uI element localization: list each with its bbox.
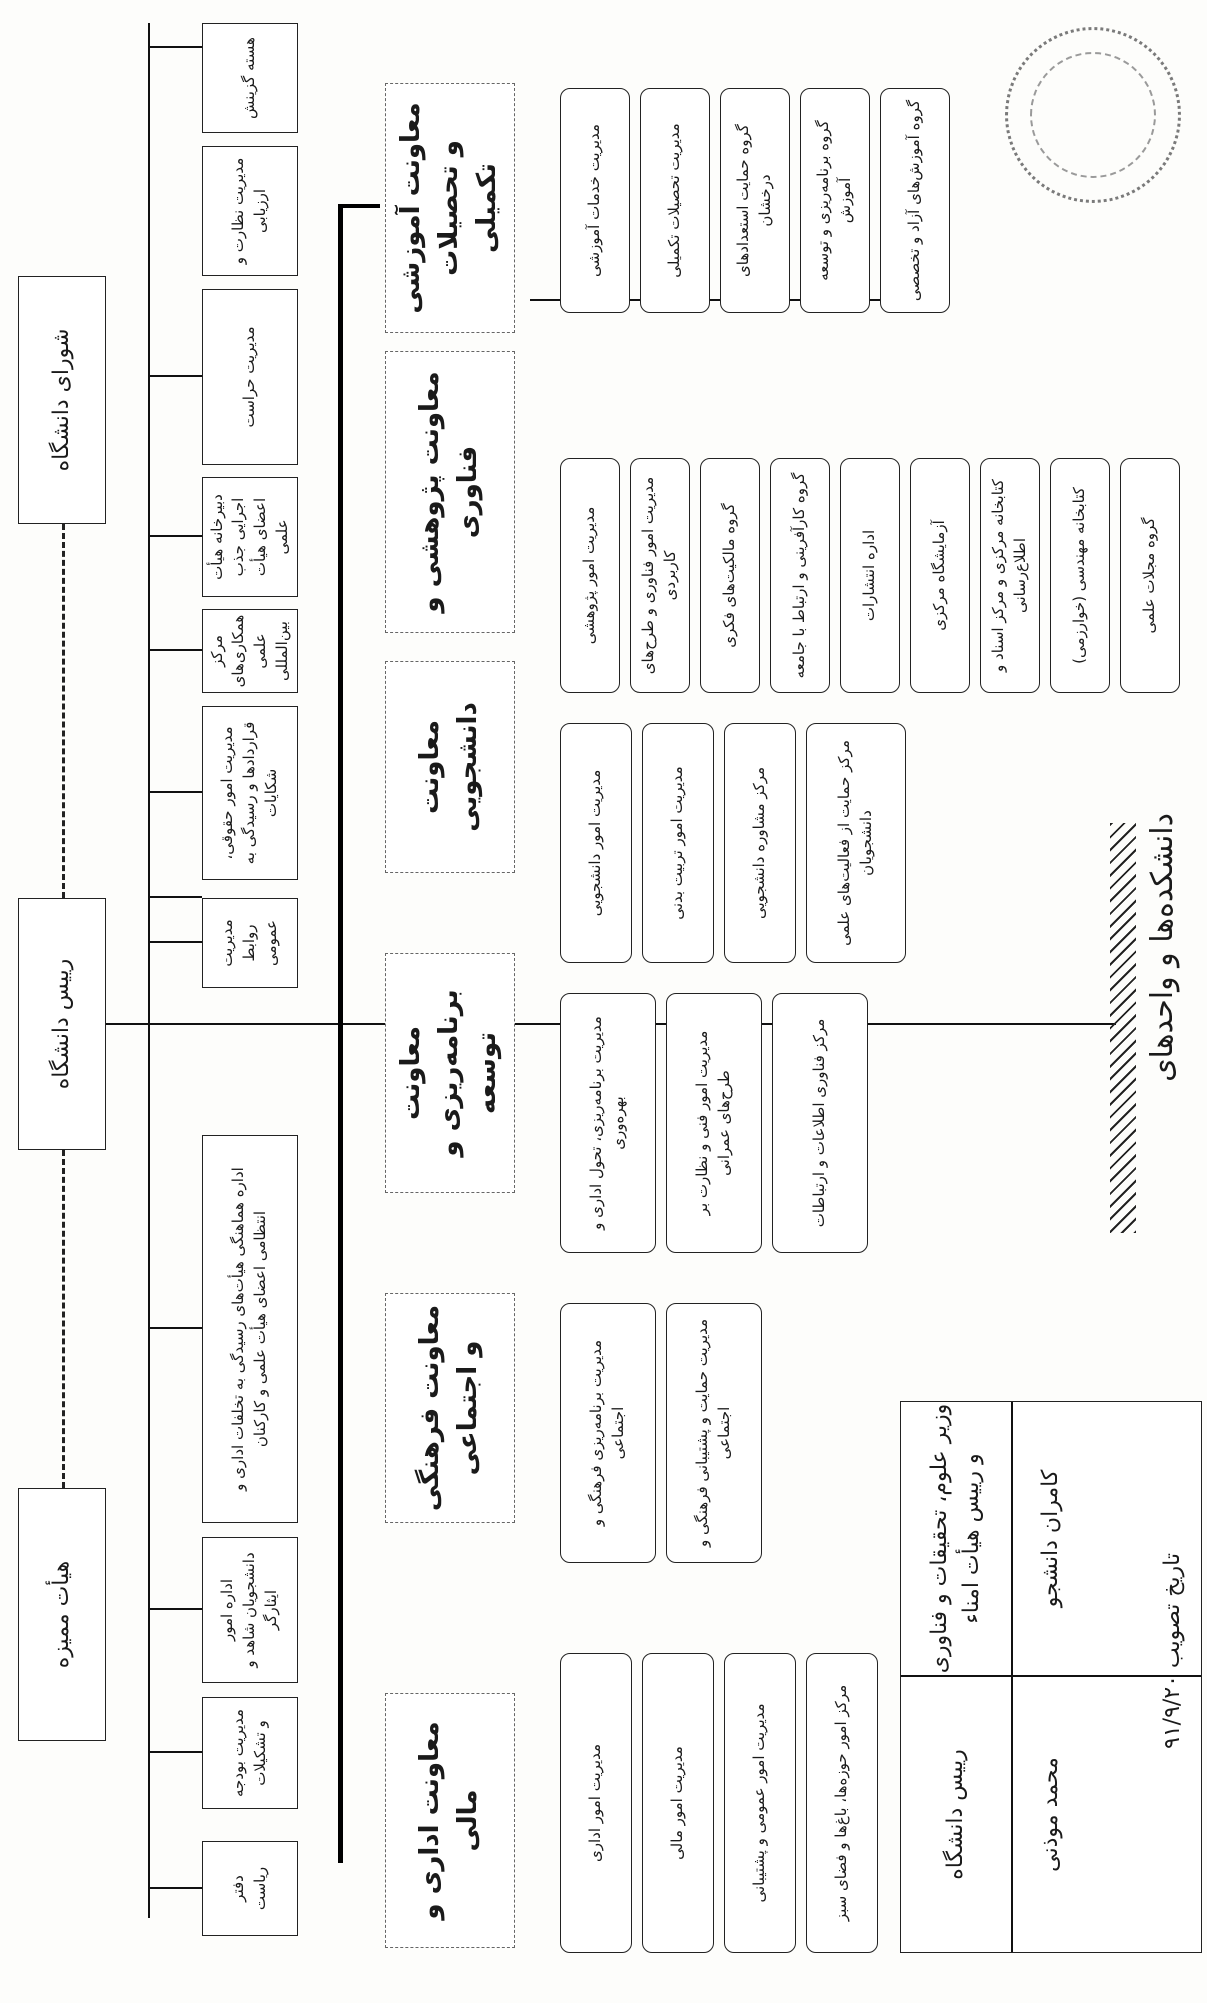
- deputy-0-unit-box: گروه آموزش‌های آزاد و تخصصی: [880, 88, 950, 313]
- deputy-1-unit-box: گروه کارآفرینی و ارتباط با جامعه: [770, 458, 830, 693]
- deputy-2-unit-box: مدیریت امور تربیت بدنی: [642, 723, 714, 963]
- deputy-title: معاونت فرهنگی و اجتماعی: [415, 1304, 483, 1512]
- deputy-1-unit-box: مدیریت امور فناوری و طرح‌های کاربردی: [630, 458, 690, 693]
- university-seal-icon: [1005, 27, 1181, 203]
- approval-date: تاریخ تصویب ۹۱/۹/۲۰: [1160, 1553, 1185, 1913]
- staff-unit-box: مدیریت بودجه و تشکیلات: [202, 1697, 298, 1809]
- staff-drop-line: [148, 1887, 202, 1889]
- deputy-5-unit-box: مدیریت امور مالی: [642, 1653, 714, 1953]
- deputy-box: معاونت برنامه‌ریزی و توسعه: [385, 953, 515, 1193]
- link-president-council: [62, 524, 65, 898]
- signature-table: رییس دانشگاه محمد موذنی وزیر علوم، تحقیق…: [900, 1401, 1202, 1953]
- deputy-1-unit-box: اداره انتشارات: [840, 458, 900, 693]
- deputy-0-unit-box: مدیریت خدمات آموزشی: [560, 88, 630, 313]
- president-box: رییس دانشگاه: [18, 898, 106, 1150]
- deputy-4-unit-box: مدیریت حمایت و پشتیبانی فرهنگی و اجتماعی: [666, 1303, 762, 1563]
- deputy-1-unit-box: مدیریت امور پژوهشی: [560, 458, 620, 693]
- deputy-3-unit-box: مدیریت امور فنی و نظارت بر طرح‌های عمران…: [666, 993, 762, 1253]
- signature-table-divider: [1011, 1402, 1013, 1952]
- deputy-bus-line: [338, 208, 343, 1863]
- deputy-3-unit-box: مرکز فناوری اطلاعات و ارتباطات: [772, 993, 868, 1253]
- staff-drop-line: [148, 1608, 202, 1610]
- deputy-box: معاونت آموزشی و تحصیلات تکمیلی: [385, 83, 515, 333]
- link-trustees-president: [62, 1150, 65, 1488]
- deputy-box: معاونت فرهنگی و اجتماعی: [385, 1293, 515, 1523]
- deputy-box: معاونت دانشجویی: [385, 661, 515, 873]
- deputy-1-unit-box: گروه مجلات علمی: [1120, 458, 1180, 693]
- faculties-label: دانشکده‌ها و واحدهای: [1145, 813, 1180, 1082]
- deputy-1-unit-box: کتابخانه مرکزی و مرکز اسناد و اطلاع‌رسان…: [980, 458, 1040, 693]
- staff-unit-box: مدیریت حراست: [202, 289, 298, 465]
- staff-unit-box: هسته گزینش: [202, 23, 298, 133]
- staff-bus-line: [148, 23, 150, 1918]
- deputy-1-unit-box: کتابخانه مهندسی (خوارزمی): [1050, 458, 1110, 693]
- deputy-0-unit-box: مدیریت تحصیلات تکمیلی: [640, 88, 710, 313]
- approval-label: تاریخ تصویب: [1160, 1553, 1185, 1669]
- deputy-1-unit-box: گروه مالکیت‌های فکری: [700, 458, 760, 693]
- president-name-cell: محمد موذنی: [1038, 1757, 1064, 1872]
- deputy-drop-line: [338, 204, 380, 208]
- approval-date-value: ۹۱/۹/۲۰: [1160, 1675, 1185, 1749]
- staff-unit-box: مدیریت نظارت و ارزیابی: [202, 146, 298, 276]
- staff-drop-line: [148, 535, 202, 537]
- deputy-2-unit-box: مدیریت امور دانشجویی: [560, 723, 632, 963]
- deputy-3-unit-box: مدیریت برنامه‌ریزی، تحول اداری و بهره‌ور…: [560, 993, 656, 1253]
- deputy-5-unit-box: مرکز امور حوزه‌ها، باغ‌ها و فضای سبز: [806, 1653, 878, 1953]
- staff-unit-box: دبیرخانه هیأت اجرایی جذب اعضای هیأت علمی: [202, 477, 298, 597]
- staff-unit-box: مدیریت امور حقوقی، قراردادها و رسیدگی به…: [202, 706, 298, 880]
- deputy-5-unit-box: مدیریت امور اداری: [560, 1653, 632, 1953]
- deputy-4-unit-box: مدیریت برنامه‌ریزی فرهنگی و اجتماعی: [560, 1303, 656, 1563]
- deputy-1-unit-box: آزمایشگاه مرکزی: [910, 458, 970, 693]
- deputy-2-unit-box: مرکز حمایت از فعالیت‌های علمی دانشجویان: [806, 723, 906, 963]
- staff-unit-box: دفتر ریاست: [202, 1841, 298, 1936]
- staff-drop-line: [148, 941, 202, 943]
- deputy-0-unit-box: گروه حمایت استعدادهای درخشان: [720, 88, 790, 313]
- deputy-box: معاونت پژوهشی و فناوری: [385, 351, 515, 633]
- staff-unit-box: اداره هماهنگی هیأت‌های رسیدگی به تخلفات …: [202, 1135, 298, 1523]
- staff-drop-line: [148, 46, 202, 48]
- minister-name-cell: کامران دانشجو: [1038, 1469, 1064, 1608]
- staff-drop-line: [148, 1751, 202, 1753]
- staff-unit-box: اداره امور دانشجویان شاهد و ایثارگر: [202, 1537, 298, 1683]
- deputy-2-unit-box: مرکز مشاوره دانشجویی: [724, 723, 796, 963]
- faculties-hatch: [1110, 823, 1136, 1233]
- deputy-0-unit-box: گروه برنامه‌ریزی و توسعه آموزش: [800, 88, 870, 313]
- president-role-cell: رییس دانشگاه: [943, 1749, 969, 1880]
- staff-drop-line: [148, 1327, 202, 1329]
- trustees-box: هیأت ممیزه: [18, 1488, 106, 1741]
- minister-role-cell: وزیر علوم، تحقیقات و فناوری و رییس هیأت …: [927, 1403, 984, 1674]
- staff-unit-box: مدیریت روابط عمومی: [202, 898, 298, 988]
- deputy-5-unit-box: مدیریت امور عمومی و پشتیبانی: [724, 1653, 796, 1953]
- council-box: شورای دانشگاه: [18, 276, 106, 524]
- staff-drop-line: [148, 896, 202, 898]
- staff-drop-line: [148, 791, 202, 793]
- staff-drop-line: [148, 649, 202, 651]
- deputy-box: معاونت اداری و مالی: [385, 1693, 515, 1948]
- staff-unit-box: مرکز همکاری‌های علمی بین‌المللی: [202, 609, 298, 693]
- staff-drop-line: [148, 375, 202, 377]
